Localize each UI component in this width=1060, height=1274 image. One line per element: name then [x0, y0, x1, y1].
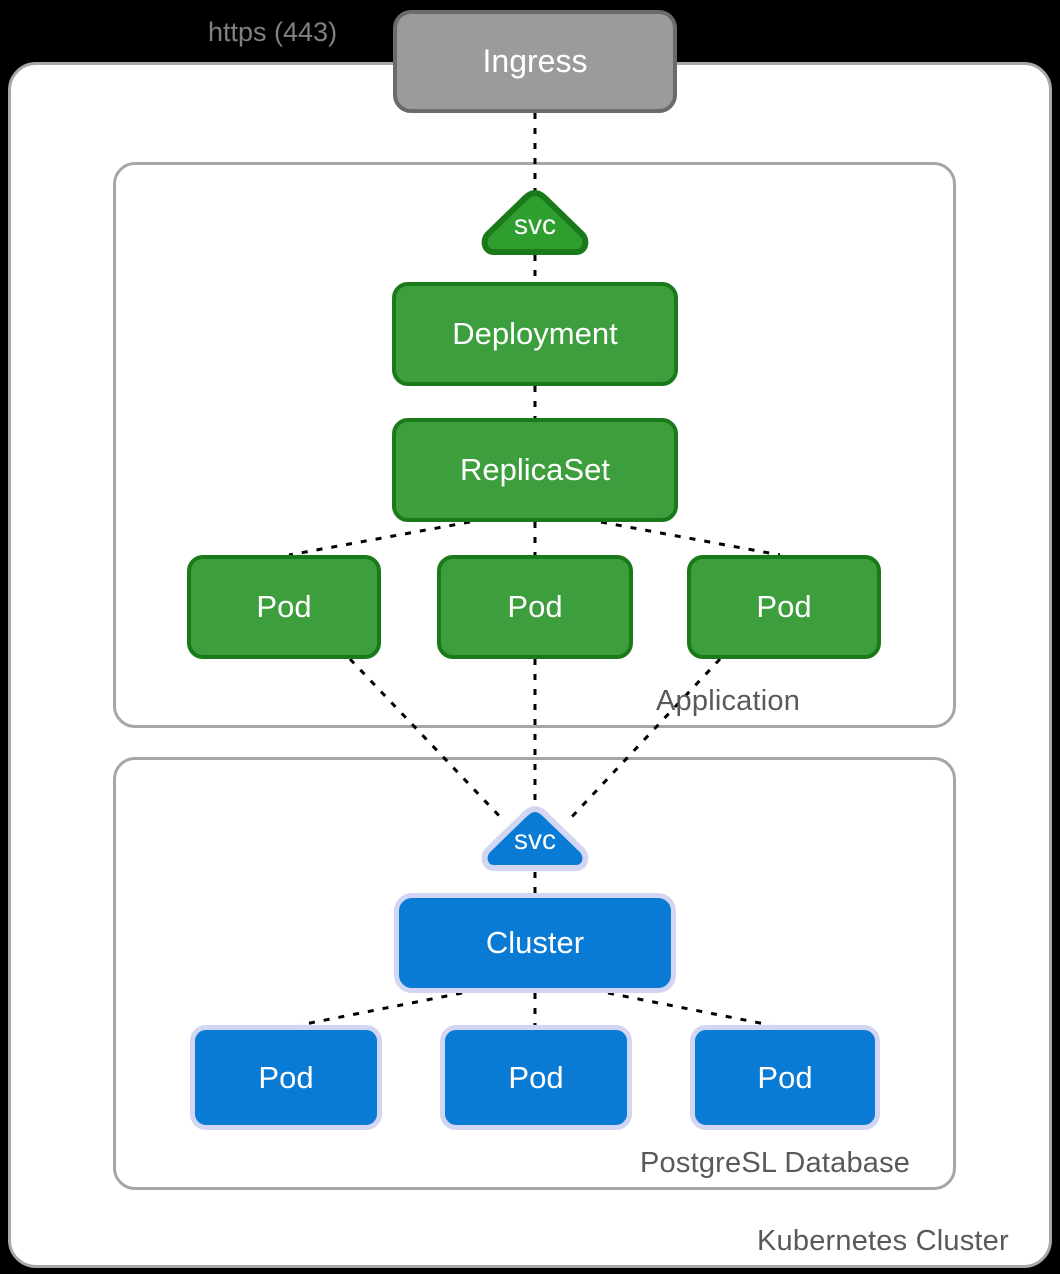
database-container-label: PostgreSL Database — [640, 1147, 911, 1179]
deployment-node[interactable]: Deployment — [392, 282, 678, 386]
application-pod-1-label: Pod — [256, 589, 312, 624]
application-pod-3-label: Pod — [756, 589, 812, 624]
https-port-label: https (443) — [208, 17, 338, 47]
replicaset-node[interactable]: ReplicaSet — [392, 418, 678, 522]
ingress-node[interactable]: Ingress — [393, 10, 677, 113]
kubernetes-cluster-label: Kubernetes Cluster — [757, 1225, 1009, 1257]
replicaset-label: ReplicaSet — [460, 452, 610, 487]
database-pod-1-label: Pod — [258, 1059, 314, 1095]
database-pod-1[interactable]: Pod — [190, 1025, 382, 1130]
service-shape-database[interactable] — [478, 806, 592, 872]
application-pod-3[interactable]: Pod — [687, 555, 881, 659]
application-pod-2[interactable]: Pod — [437, 555, 633, 659]
database-pod-2-label: Pod — [508, 1059, 564, 1095]
service-shape-application[interactable] — [478, 190, 592, 256]
application-container-label: Application — [656, 685, 801, 717]
deployment-label: Deployment — [452, 316, 618, 351]
database-pod-3[interactable]: Pod — [690, 1025, 880, 1130]
database-pod-3-label: Pod — [757, 1059, 813, 1095]
database-pod-2[interactable]: Pod — [440, 1025, 632, 1130]
application-pod-2-label: Pod — [507, 589, 563, 624]
postgres-cluster-node[interactable]: Cluster — [394, 893, 676, 993]
ingress-label: Ingress — [482, 43, 588, 79]
postgres-cluster-label: Cluster — [485, 925, 585, 960]
application-pod-1[interactable]: Pod — [187, 555, 381, 659]
